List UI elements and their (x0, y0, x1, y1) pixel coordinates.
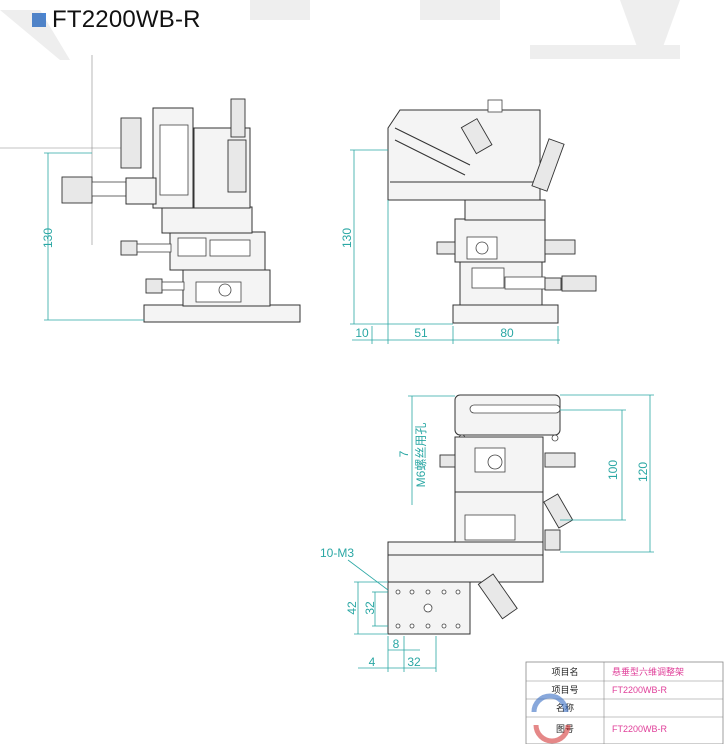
side-width-a-label: 51 (414, 326, 428, 340)
side-height-label: 130 (340, 228, 354, 248)
side-view (387, 99, 597, 324)
front-height-label: 130 (41, 228, 55, 248)
title-block: 项目名 悬垂型六维调整架 项目号 FT2200WB-R 名称 图号 FT2200… (525, 661, 724, 744)
front-base-plate (143, 304, 301, 323)
watermark (0, 0, 680, 60)
front-lower-micrometer-knob (145, 278, 163, 294)
side-angled-adjuster-right (531, 138, 565, 192)
top-dimensions: 7 M6螺丝用孔 100 120 (397, 394, 654, 553)
front-right-adjuster (227, 139, 247, 193)
front-height-dimension: 130 (41, 152, 144, 321)
top-thread-description: M6螺丝用孔 (414, 423, 428, 488)
side-offset-label: 10 (355, 326, 369, 340)
top-view (439, 394, 576, 551)
top-slot (469, 404, 561, 414)
top-thread-label: 7 (397, 450, 411, 457)
side-lower-micrometer-knob (561, 275, 597, 292)
bottom-width-8-label: 8 (393, 637, 400, 651)
title-block-label-2: 项目号 (551, 685, 578, 695)
front-middle-micrometer-knob (120, 240, 138, 256)
front-lower-stage-slot (195, 281, 242, 303)
title-block-value-2: FT2200WB-R (612, 685, 668, 695)
bottom-height-42-label: 42 (345, 601, 359, 615)
top-mounting-plate (454, 394, 561, 436)
front-side-knob (61, 176, 93, 204)
bottom-hole-pattern (395, 589, 461, 629)
bottom-upper-block (387, 541, 544, 583)
side-base-plate (452, 304, 559, 324)
page-title: FT2200WB-R (52, 6, 201, 33)
page-header: FT2200WB-R (32, 5, 201, 35)
top-side-micrometer-knob (544, 452, 576, 468)
bottom-angled-adjuster (477, 573, 518, 620)
side-dimensions: 130 10 51 80 (340, 149, 560, 344)
front-top-adjuster (230, 98, 246, 138)
front-left-adjuster (120, 117, 142, 169)
bottom-holes-label: 10-M3 (320, 546, 354, 560)
side-width-b-label: 80 (500, 326, 514, 340)
side-middle-micrometer-knob (544, 239, 576, 255)
title-block-value-1: 悬垂型六维调整架 (612, 666, 684, 677)
bottom-dimensions: 10-M3 42 32 8 4 32 (320, 546, 437, 672)
top-height-120-label: 120 (636, 462, 650, 482)
top-height-100-label: 100 (606, 460, 620, 480)
title-block-value-4: FT2200WB-R (612, 724, 668, 734)
header-accent-square (32, 13, 46, 27)
bottom-view (387, 541, 544, 635)
bottom-width-32-label: 32 (407, 655, 421, 669)
front-view (0, 55, 301, 323)
title-block-label-1: 项目名 (551, 666, 578, 677)
side-tilt-housing (387, 109, 541, 201)
bottom-width-4-label: 4 (369, 655, 376, 669)
front-upper-block (161, 206, 253, 234)
company-logo (531, 693, 571, 744)
side-angled-adjuster-left (460, 118, 493, 155)
top-angled-adjuster (543, 493, 574, 529)
bottom-height-32-label: 32 (363, 601, 377, 615)
